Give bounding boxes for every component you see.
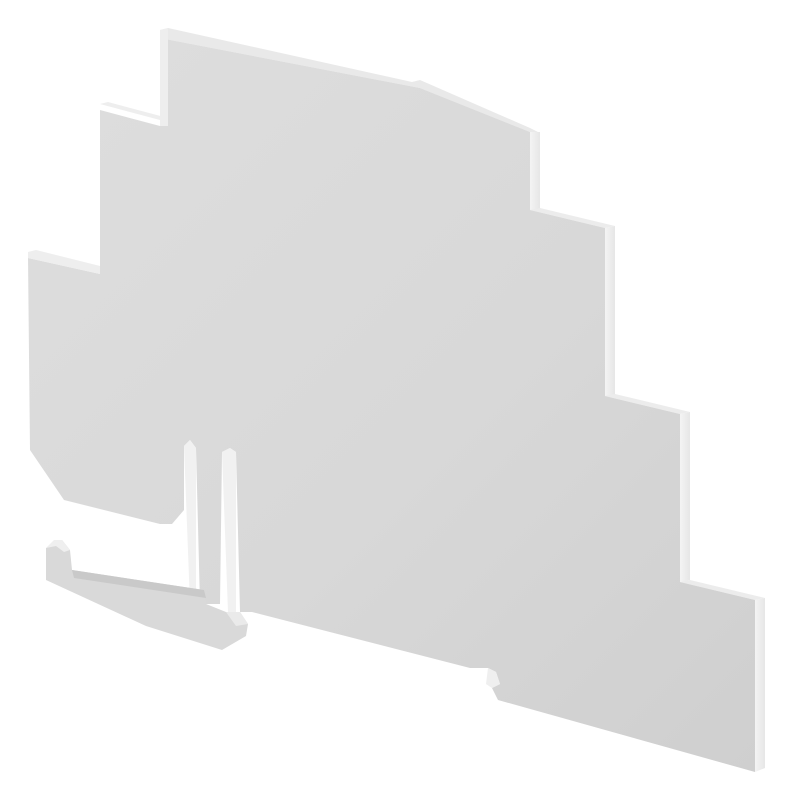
- left-edges: [28, 28, 168, 274]
- left-step-top-3: [28, 250, 100, 274]
- right-step-top-1: [530, 208, 615, 228]
- small-notch: [486, 668, 500, 688]
- slot-details: [184, 440, 500, 688]
- right-edge-1: [530, 132, 540, 210]
- right-edge-4: [755, 598, 765, 772]
- slot-left-edge: [184, 440, 196, 604]
- top-edge: [160, 28, 538, 132]
- plate-face: [28, 38, 755, 772]
- hook-piece: [46, 540, 248, 650]
- hook-body: [46, 540, 248, 650]
- hook-end-edge: [226, 612, 248, 626]
- hook-inner-edge: [72, 570, 206, 598]
- right-edge-3: [680, 412, 690, 582]
- right-step-top-2: [605, 394, 690, 414]
- right-step-top-3: [680, 580, 765, 600]
- right-edge-2: [605, 226, 615, 396]
- slot-right-edge: [222, 448, 236, 612]
- left-step-top-2: [100, 102, 168, 120]
- hook-top-edge: [46, 540, 70, 552]
- plate-edges: [160, 28, 765, 772]
- left-step-top-1: [160, 28, 168, 126]
